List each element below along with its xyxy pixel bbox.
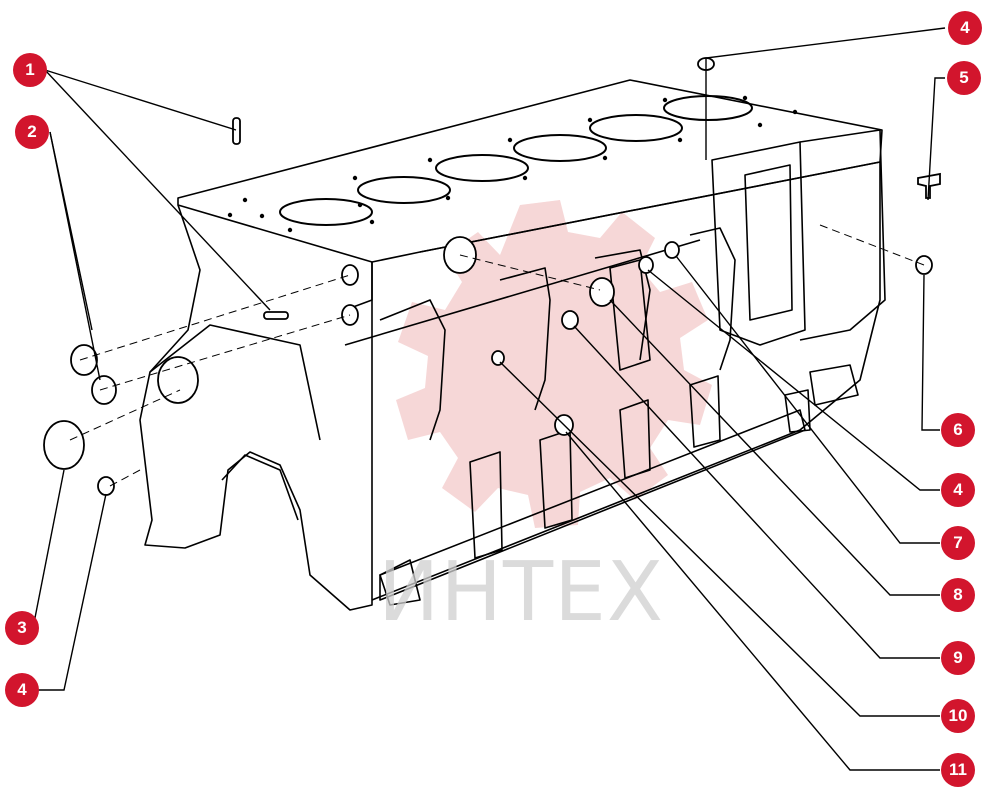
plug-2a — [70, 344, 98, 376]
front-hole-upper — [341, 264, 359, 286]
plug-4-side — [638, 256, 654, 274]
callout-4-left[interactable]: 4 — [5, 673, 39, 707]
callout-3[interactable]: 3 — [5, 611, 39, 645]
callout-11[interactable]: 11 — [941, 753, 975, 787]
block-outline — [139, 79, 886, 611]
deck-bolt-holes — [227, 95, 798, 233]
centerlines — [69, 224, 925, 487]
watermark-text: ИНТЕХ — [378, 545, 665, 640]
callout-9[interactable]: 9 — [941, 641, 975, 675]
callout-1[interactable]: 1 — [13, 53, 47, 87]
watermark-logo — [396, 200, 712, 528]
callout-7[interactable]: 7 — [941, 526, 975, 560]
callout-4-side[interactable]: 4 — [941, 473, 975, 507]
plug-8 — [589, 277, 615, 307]
plug-4-left — [97, 476, 115, 496]
plug-9 — [561, 310, 579, 330]
callout-10[interactable]: 10 — [941, 699, 975, 733]
dowel-pin-top — [232, 117, 241, 145]
callout-4-top[interactable]: 4 — [948, 11, 982, 45]
plug-10 — [491, 350, 505, 366]
cylinder-bores — [279, 95, 753, 226]
plug-7 — [664, 241, 680, 259]
front-bore — [157, 356, 199, 404]
plug-3 — [43, 420, 85, 470]
callout-5[interactable]: 5 — [947, 61, 981, 95]
callout-8[interactable]: 8 — [941, 578, 975, 612]
callout-6[interactable]: 6 — [941, 413, 975, 447]
callout-2[interactable]: 2 — [15, 115, 49, 149]
dowel-pin-front — [263, 311, 289, 320]
plug-2b — [91, 375, 117, 405]
leader-lines — [32, 27, 946, 771]
